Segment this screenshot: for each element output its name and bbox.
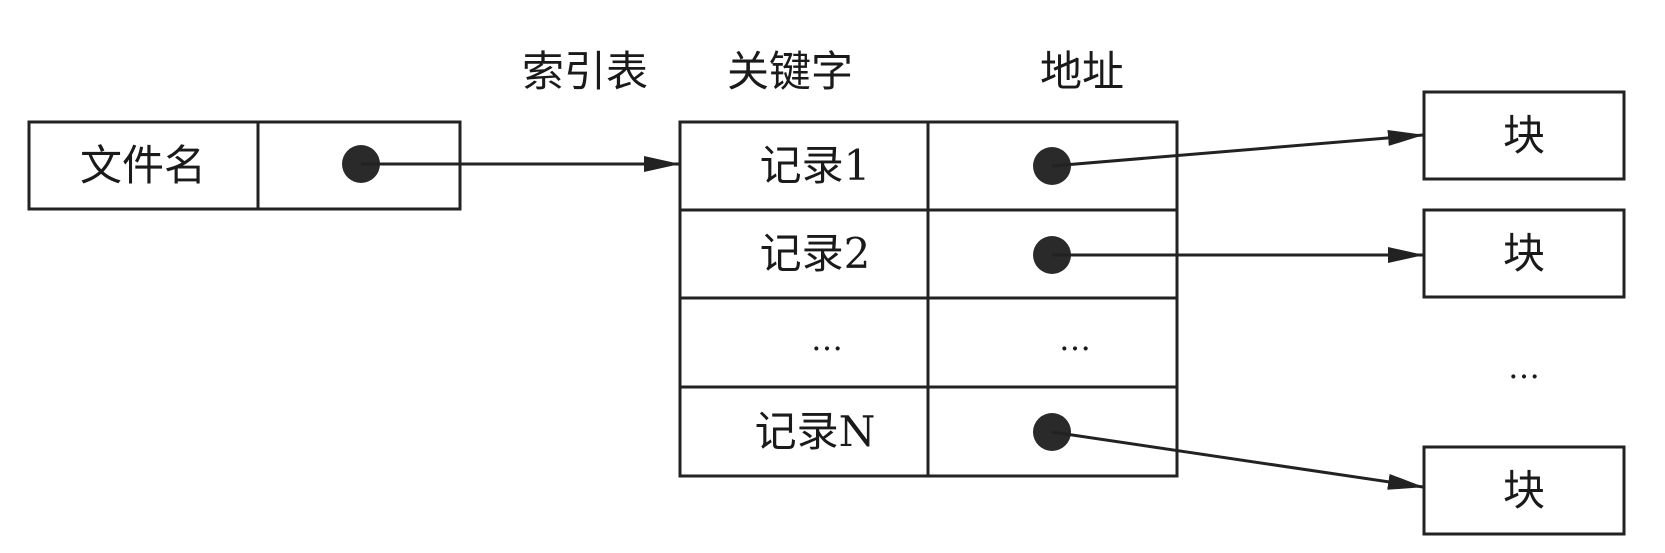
block-1-box [1422,90,1626,181]
block-n-label: 块 [1503,466,1545,515]
keyword-header: 关键字 [727,47,853,96]
block-n-box [1422,445,1626,536]
block-2-box [1422,208,1626,299]
index-row-ellipsis-address: … [1059,320,1091,358]
index-row-ellipsis-keyword: … [811,320,843,358]
row-n-to-block-arrow [1051,430,1424,490]
address-header: 地址 [1040,47,1124,96]
index-table-header: 索引表 [522,47,648,96]
index-table: 记录1 记录2 … … 记录N [678,120,1179,478]
index-row-1-keyword: 记录1 [760,141,871,190]
row-1-to-block-arrow [1051,129,1424,168]
file-name-label: 文件名 [80,141,206,190]
block-1-label: 块 [1503,111,1545,160]
block-2-label: 块 [1503,229,1545,278]
index-row-n-keyword: 记录N [755,407,876,456]
block-1: 块 [1422,90,1626,181]
block-2: 块 [1422,208,1626,299]
block-ellipsis: … [1508,348,1540,386]
block-n: 块 [1422,445,1626,536]
index-row-2-keyword: 记录2 [760,229,871,278]
